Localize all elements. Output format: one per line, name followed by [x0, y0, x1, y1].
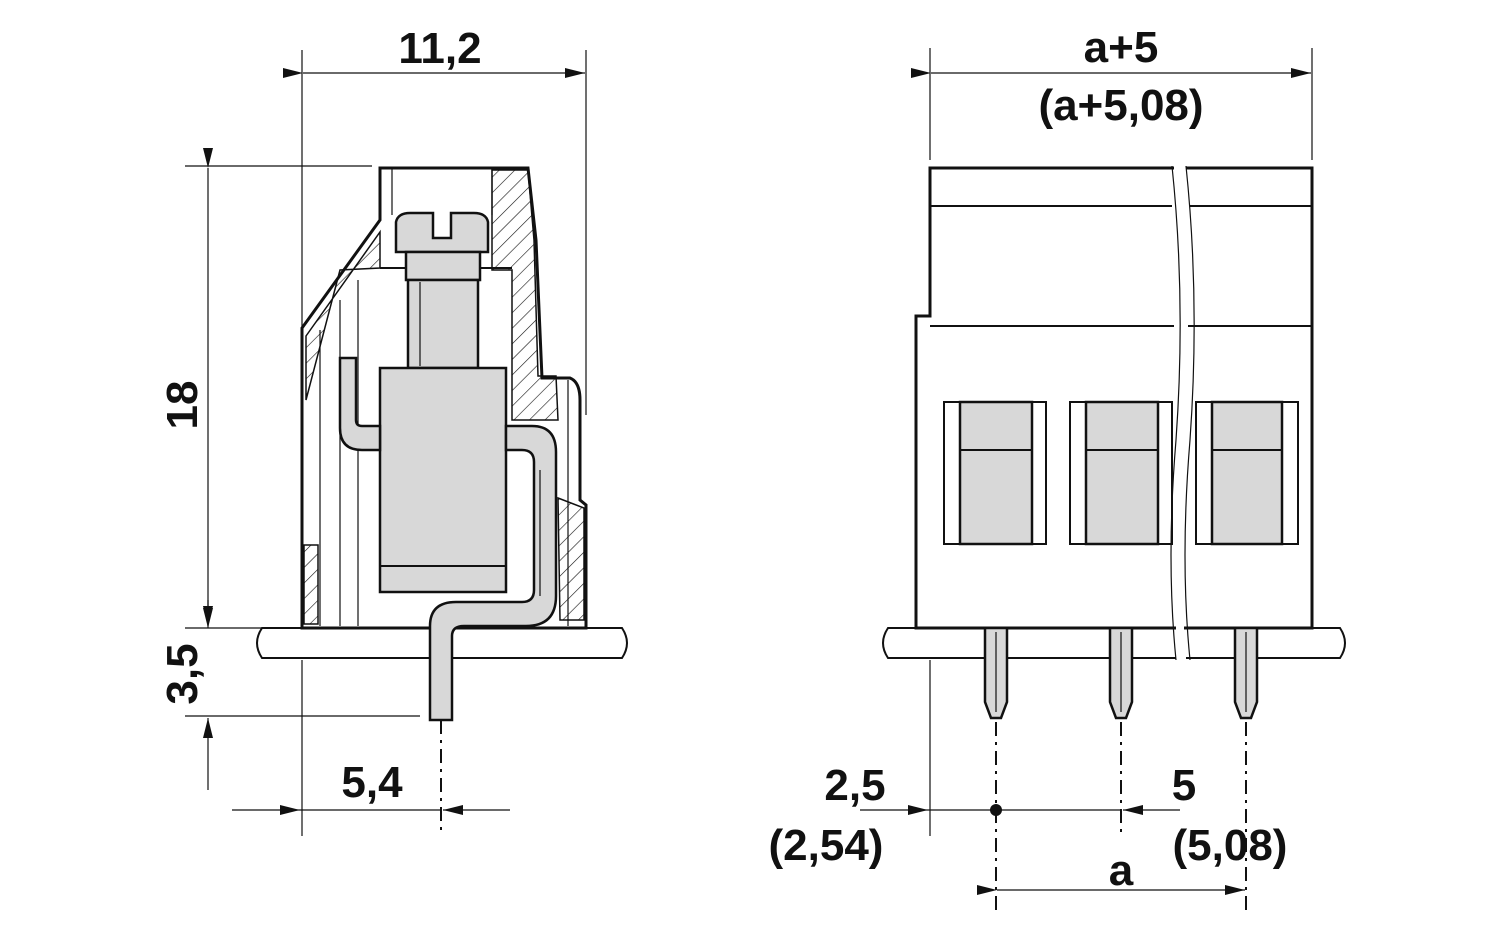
front-opening-1 — [943, 400, 1047, 546]
dim-side-height: 18 — [158, 381, 207, 430]
dimension-origin-dot — [990, 804, 1002, 816]
dim-front-pitch: 5 — [1172, 761, 1196, 810]
front-view: a+5 (a+5,08) 2,5 (2,54) 5 (5,08) a — [769, 23, 1346, 916]
side-housing — [300, 166, 588, 630]
dim-front-total-width-alt: (a+5,08) — [1038, 81, 1203, 130]
dim-side-width: 11,2 — [398, 24, 481, 73]
dim-front-pitch-alt: (5,08) — [1173, 821, 1288, 870]
dim-side-pin-offset: 5,4 — [341, 758, 403, 807]
dim-front-span: a — [1109, 846, 1134, 895]
side-screw — [394, 211, 490, 370]
front-opening-3 — [1195, 400, 1299, 546]
side-clamp — [378, 366, 508, 594]
side-wire-left — [338, 356, 382, 452]
dim-front-edge-offset-alt: (2,54) — [769, 821, 884, 870]
side-contact-strip — [428, 424, 558, 722]
dim-front-total-width: a+5 — [1084, 23, 1159, 72]
front-opening-2 — [1069, 400, 1173, 546]
dim-side-pin-length: 3,5 — [158, 643, 207, 704]
side-view: 11,2 18 3,5 5,4 — [158, 24, 628, 836]
dim-front-edge-offset: 2,5 — [824, 761, 885, 810]
front-pcb — [882, 627, 1346, 659]
